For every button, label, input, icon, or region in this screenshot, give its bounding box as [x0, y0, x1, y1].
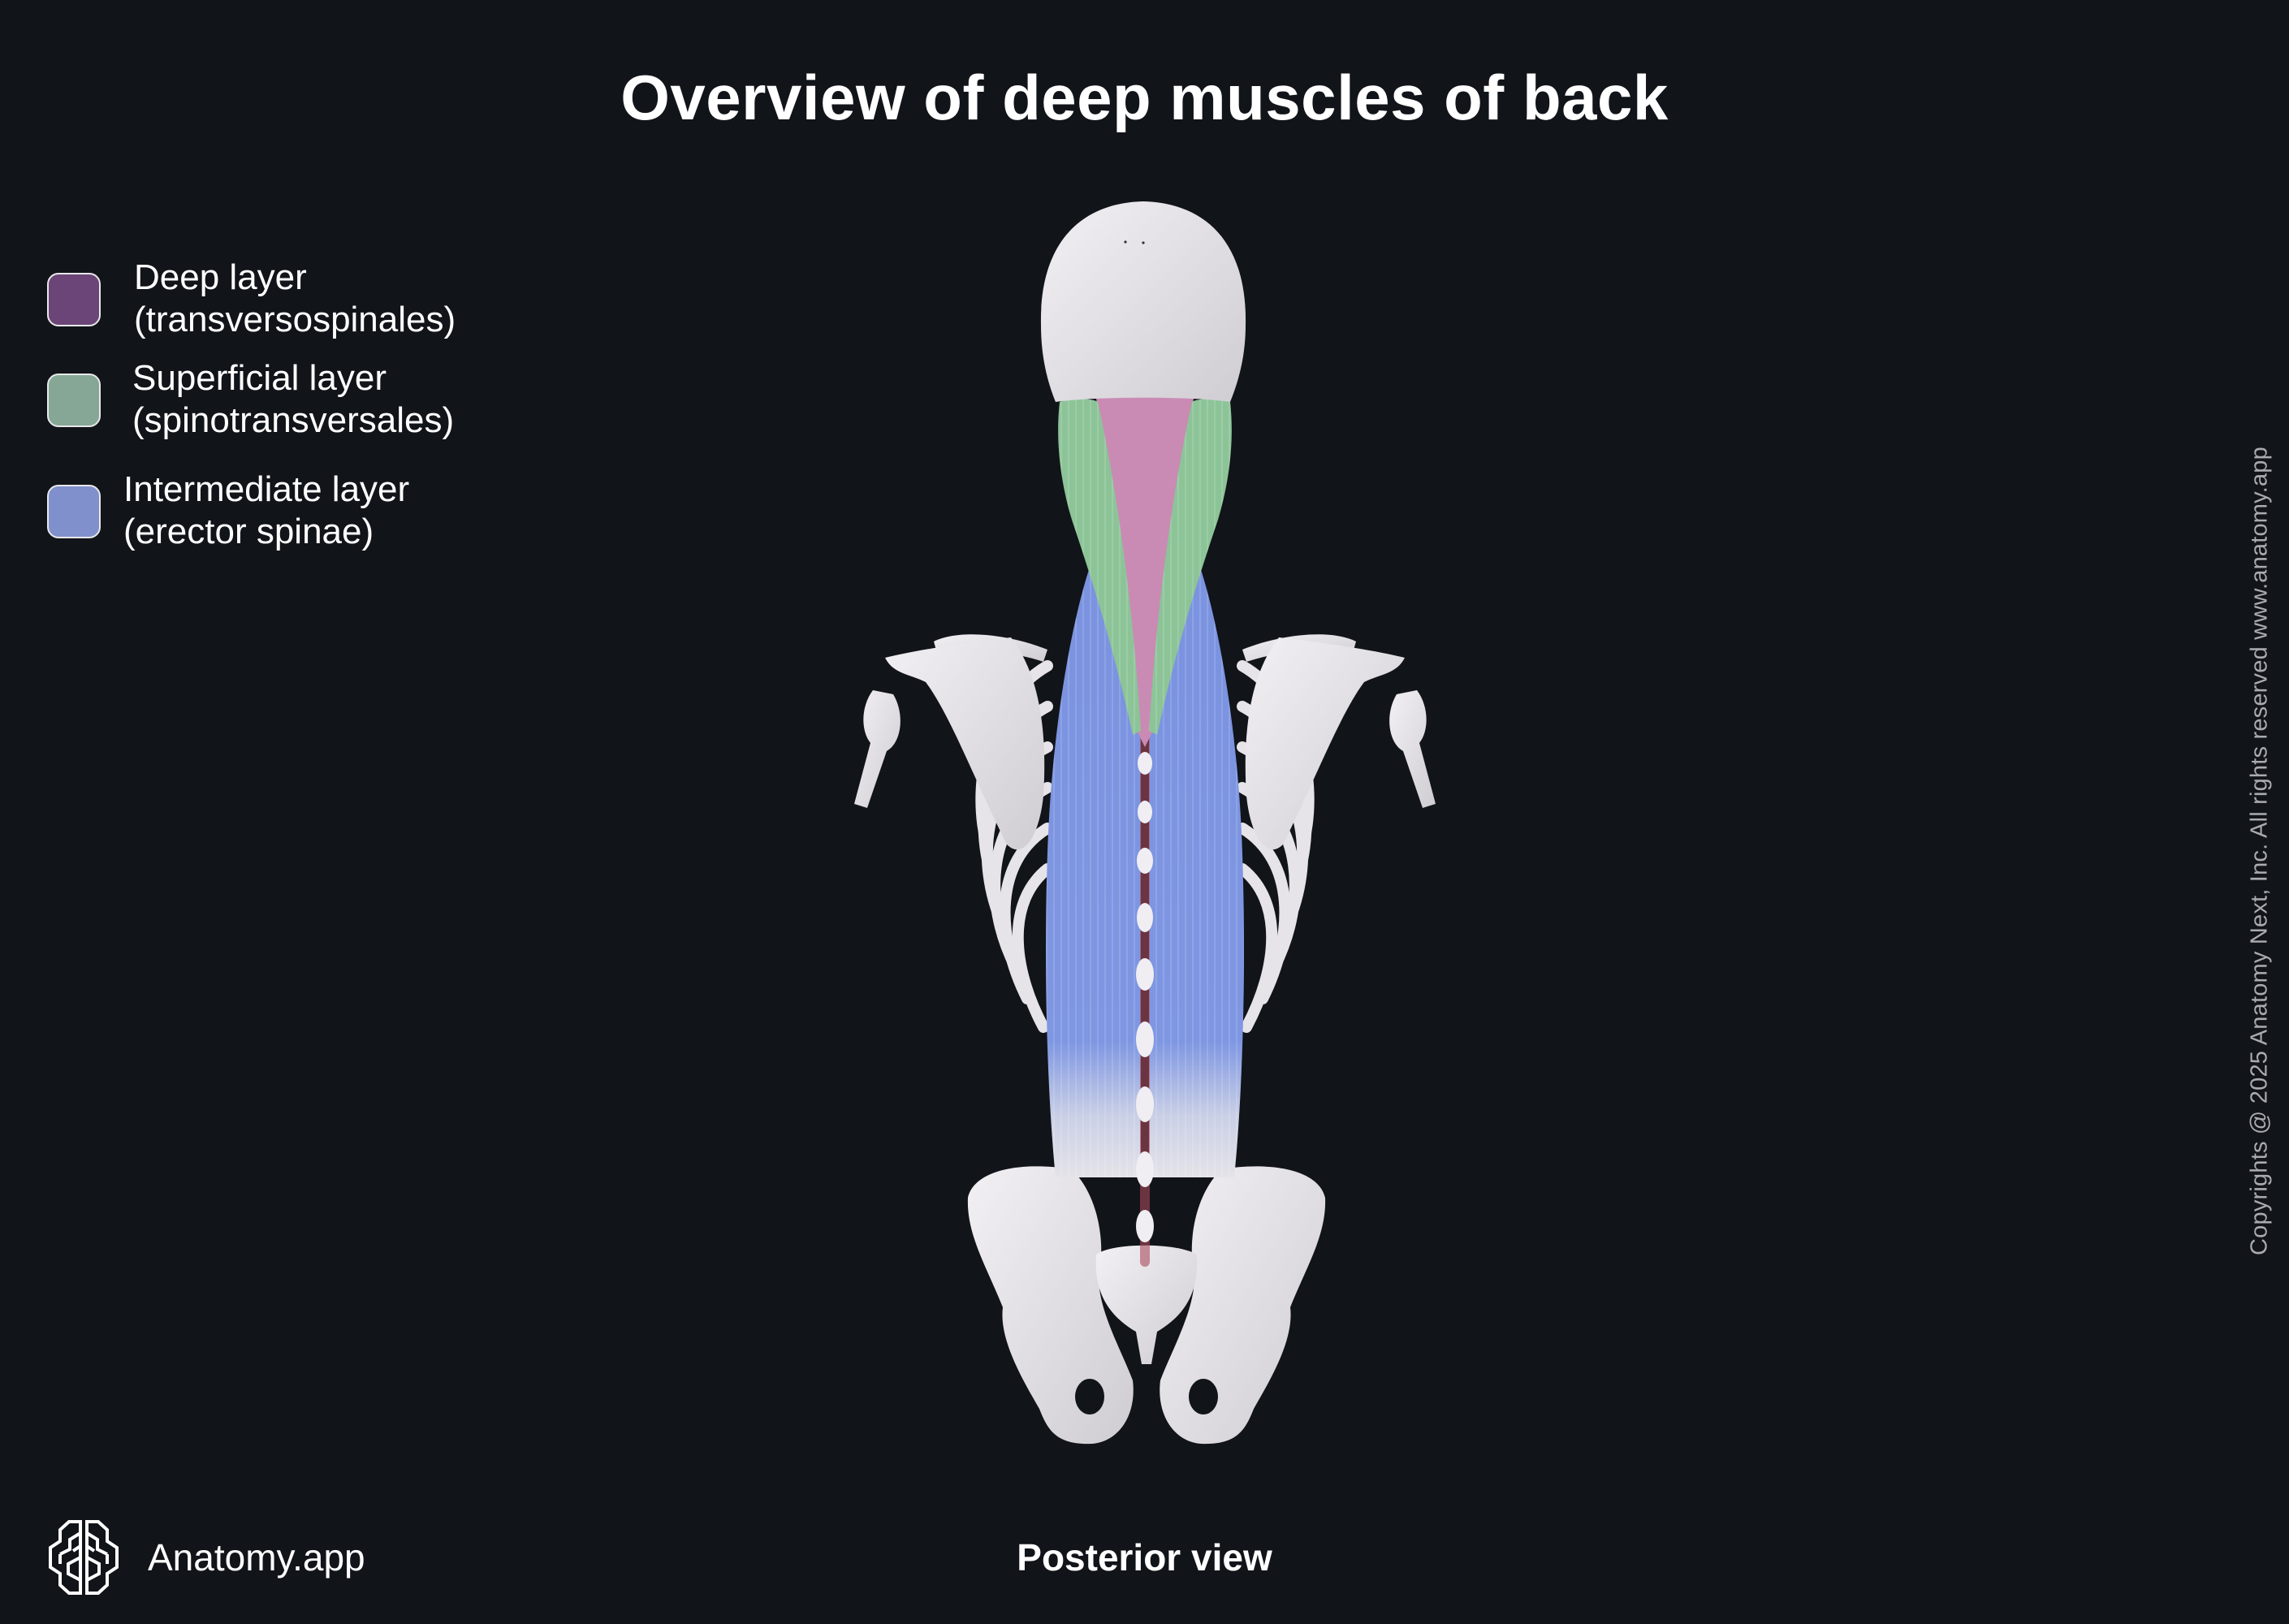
legend-title: Deep layer [134, 257, 307, 297]
legend-subtitle: (erector spinae) [123, 512, 374, 551]
view-label: Posterior view [1017, 1536, 1272, 1579]
skull [1040, 201, 1246, 402]
legend-item-intermediate-layer: Intermediate layer (erector spinae) [47, 469, 615, 582]
spinotransversales-muscles [1058, 399, 1232, 735]
copyright-notice: Copyrights @ 2025 Anatomy Next, Inc. All… [2246, 447, 2273, 1255]
legend-label-superficial-layer: Superficial layer (spinotransversales) [132, 357, 454, 442]
legend-subtitle: (spinotransversales) [132, 400, 455, 440]
legend-label-intermediate-layer: Intermediate layer (erector spinae) [123, 469, 409, 553]
deep-layer-swatch-icon [47, 273, 101, 326]
superficial-layer-swatch-icon [47, 374, 101, 427]
anatomy-figure-posterior-back [844, 195, 1462, 1462]
legend-label-deep-layer: Deep layer (transversospinales) [134, 257, 456, 341]
intermediate-layer-swatch-icon [47, 485, 101, 538]
brain-logo-icon[interactable] [42, 1517, 125, 1598]
transversospinales-muscles [1096, 395, 1194, 747]
pelvis [967, 1166, 1326, 1445]
legend-item-deep-layer: Deep layer (transversospinales) [47, 257, 615, 370]
page-title: Overview of deep muscles of back [620, 62, 1669, 133]
brand-name[interactable]: Anatomy.app [148, 1536, 365, 1579]
legend-item-superficial-layer: Superficial layer (spinotransversales) [47, 358, 615, 471]
legend-title: Intermediate layer [123, 469, 410, 509]
erector-spinae-muscles [1046, 560, 1244, 1177]
skeleton-muscle-illustration [854, 201, 1436, 1445]
legend-subtitle: (transversospinales) [134, 300, 456, 339]
legend-title: Superficial layer [132, 358, 387, 398]
scapulae [854, 637, 1436, 850]
